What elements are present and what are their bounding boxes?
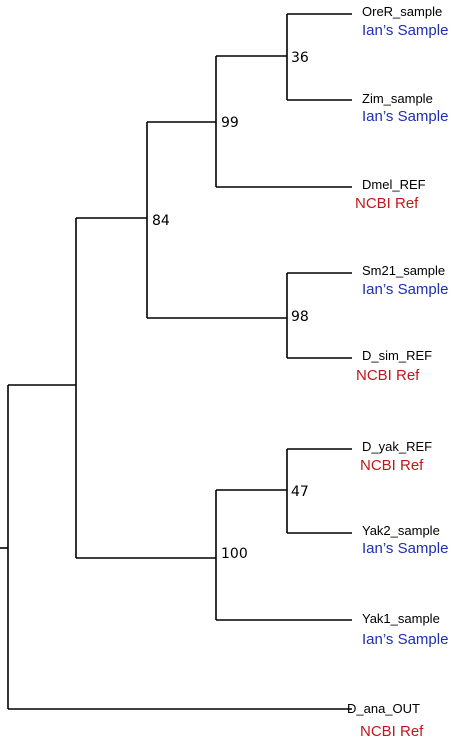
taxon-name-yak2-sample: Yak2_sample [362,523,440,538]
bootstrap-98: 98 [291,309,309,325]
taxon-name-yak1-sample: Yak1_sample [362,611,440,626]
bootstrap-99: 99 [221,115,239,131]
taxon-source-d-ana-out: NCBI Ref [360,723,424,740]
taxon-source-dmel-ref: NCBI Ref [355,195,419,212]
taxon-source-zim-sample: Ian’s Sample [362,108,448,125]
taxon-name-d-ana-out: D_ana_OUT [347,701,420,716]
bootstrap-47: 47 [291,484,309,500]
taxon-source-orer-sample: Ian’s Sample [362,22,448,39]
bootstrap-36: 36 [291,50,309,66]
taxon-name-zim-sample: Zim_sample [362,91,433,106]
taxon-name-orer-sample: OreR_sample [362,4,442,19]
taxon-source-yak2-sample: Ian’s Sample [362,540,448,557]
taxon-source-yak1-sample: Ian’s Sample [362,631,448,648]
taxon-name-sm21-sample: Sm21_sample [362,263,445,278]
taxon-source-d-sim-ref: NCBI Ref [356,367,420,384]
bootstrap-100: 100 [221,546,248,562]
taxon-name-d-yak-ref: D_yak_REF [362,439,432,454]
taxon-name-d-sim-ref: D_sim_REF [362,348,432,363]
taxon-name-dmel-ref: Dmel_REF [362,177,426,192]
bootstrap-84: 84 [152,213,170,229]
taxon-source-sm21-sample: Ian’s Sample [362,281,448,298]
taxon-source-d-yak-ref: NCBI Ref [360,457,424,474]
